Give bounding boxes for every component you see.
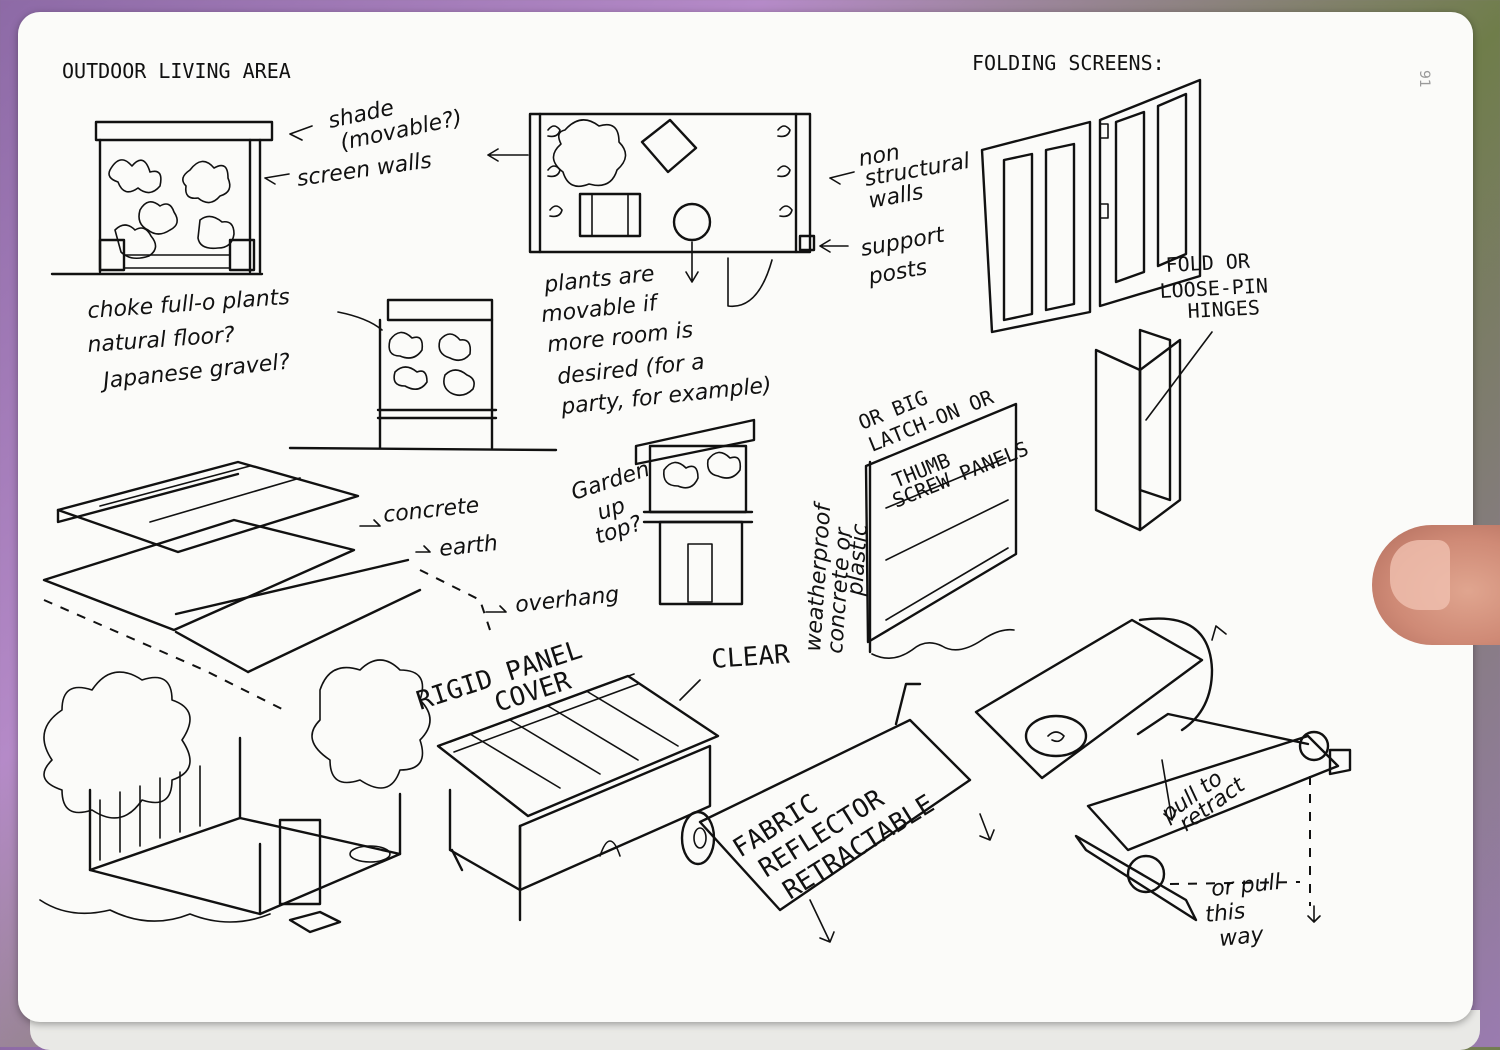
- page-title: OUTDOOR LIVING AREA: [62, 59, 291, 83]
- retractable-pulley-sketch: [1074, 712, 1352, 923]
- thumbnail: [1390, 540, 1450, 610]
- label-weatherproof-3: plastic: [843, 523, 873, 597]
- label-earth: earth: [438, 531, 499, 562]
- label-choke-full: choke full-o plants: [87, 285, 291, 324]
- label-japanese-gravel: Japanese gravel?: [98, 349, 292, 394]
- label-overhang: overhang: [514, 582, 620, 618]
- label-concrete: concrete: [382, 493, 480, 528]
- rollup-shade-sketch: [974, 617, 1227, 780]
- label-natural-floor: natural floor?: [87, 323, 236, 358]
- label-support-posts-2: posts: [866, 255, 929, 290]
- label-fold-hinges-2: LOOSE-PIN: [1159, 273, 1268, 303]
- label-or-pull-1: or pull: [1210, 870, 1282, 902]
- label-fold-hinges-3: HINGES: [1187, 295, 1260, 323]
- label-folding-screens: FOLDING SCREENS:: [972, 51, 1165, 75]
- section-sketch-shade: [50, 120, 313, 276]
- layered-roof-sketch: [42, 460, 507, 711]
- label-or-pull-3: way: [1218, 922, 1266, 952]
- page-number: 91: [1416, 70, 1432, 88]
- label-clear: CLEAR: [710, 640, 791, 675]
- folding-screen-sketch: [980, 78, 1202, 334]
- garden-top-sketch: [634, 418, 756, 606]
- latch-panel-sketch: [864, 402, 1018, 659]
- label-screen-walls: screen walls: [295, 148, 433, 192]
- label-support-posts-1: support: [859, 222, 948, 262]
- plan-view-sketch: [487, 112, 855, 308]
- label-or-pull-2: this: [1204, 899, 1247, 928]
- rigid-panel-cover-sketch: [436, 673, 720, 922]
- small-pavilion-sketch: [288, 298, 558, 452]
- hinged-panel-sketch: [1094, 328, 1213, 532]
- label-fold-hinges-1: FOLD OR: [1165, 249, 1251, 277]
- fabric-reflector-sketch: [680, 682, 995, 943]
- garden-cabin-sketch: [39, 659, 431, 934]
